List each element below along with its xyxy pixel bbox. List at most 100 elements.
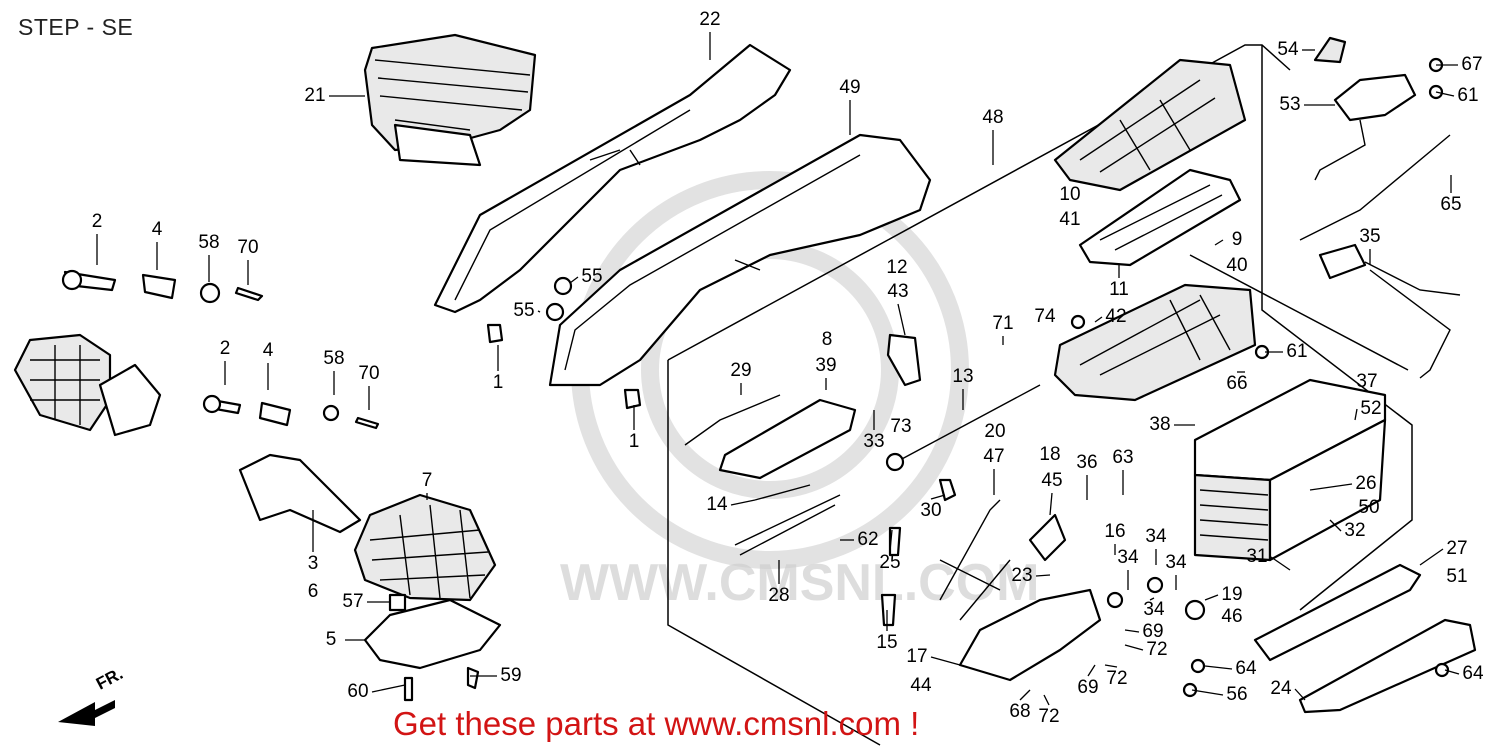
callout-12: 12	[886, 257, 907, 278]
callout-2: 2	[92, 211, 103, 232]
leader-14	[730, 499, 756, 506]
callout-41: 41	[1059, 209, 1080, 230]
callout-5: 5	[326, 629, 337, 650]
part-40-floorboard	[1053, 283, 1257, 402]
callout-58: 58	[198, 232, 219, 253]
leader-27	[1419, 548, 1444, 566]
watermark-text: WWW.CMSNL.COM	[560, 554, 1039, 612]
callout-38: 38	[1149, 414, 1170, 435]
leader-72	[1124, 644, 1144, 651]
leader-60	[371, 684, 406, 693]
callout-36: 36	[1076, 452, 1097, 473]
callout-47: 47	[983, 446, 1004, 467]
callout-2: 2	[220, 338, 231, 359]
part-21-cover	[363, 33, 537, 167]
callout-24: 24	[1270, 678, 1292, 699]
assembly-frame	[667, 44, 1413, 746]
callout-51: 51	[1446, 566, 1467, 587]
callout-61: 61	[1457, 85, 1478, 106]
callout-39: 39	[815, 355, 836, 376]
leader-56	[1191, 689, 1224, 696]
callout-60: 60	[347, 681, 368, 702]
callout-33: 33	[863, 431, 884, 452]
callout-52: 52	[1360, 398, 1381, 419]
callout-70: 70	[237, 237, 258, 258]
callout-35: 35	[1359, 226, 1380, 247]
callout-32: 32	[1344, 520, 1365, 541]
callout-1: 1	[493, 372, 504, 393]
callout-59: 59	[500, 665, 521, 686]
callout-65: 65	[1440, 194, 1461, 215]
callout-23: 23	[1011, 565, 1032, 586]
callout-30: 30	[920, 500, 941, 521]
callout-10: 10	[1059, 184, 1080, 205]
callout-6: 6	[308, 581, 319, 602]
callout-17: 17	[906, 646, 927, 667]
callout-67: 67	[1461, 54, 1482, 75]
callout-54: 54	[1277, 39, 1299, 60]
leader-69	[1124, 629, 1140, 633]
leader-45	[1049, 492, 1053, 516]
callout-71: 71	[992, 313, 1013, 334]
callout-26: 26	[1355, 473, 1376, 494]
leader-lines	[96, 32, 1460, 706]
leader-32	[1329, 519, 1342, 532]
callout-42: 42	[1105, 306, 1126, 327]
leader-19	[1204, 594, 1219, 601]
callout-40: 40	[1226, 255, 1247, 276]
callout-37: 37	[1356, 371, 1377, 392]
callout-3: 3	[308, 553, 319, 574]
part-7-pad	[353, 493, 497, 602]
leader-72	[1104, 664, 1118, 668]
direction-label: FR.	[93, 664, 126, 694]
callout-45: 45	[1041, 470, 1062, 491]
callout-22: 22	[699, 9, 720, 30]
leader-69	[1087, 664, 1096, 677]
callout-72: 72	[1106, 668, 1127, 689]
leader-23	[1035, 574, 1051, 577]
callout-66: 66	[1226, 373, 1247, 394]
callout-28: 28	[768, 585, 789, 606]
callout-34: 34	[1145, 526, 1167, 547]
callout-34: 34	[1143, 599, 1165, 620]
leader-9	[1214, 239, 1224, 246]
callout-63: 63	[1112, 447, 1133, 468]
callout-18: 18	[1039, 444, 1060, 465]
callout-57: 57	[342, 591, 363, 612]
callout-49: 49	[839, 77, 860, 98]
callout-27: 27	[1446, 538, 1467, 559]
callout-15: 15	[876, 632, 897, 653]
leader-25	[889, 529, 893, 552]
leader-72	[1043, 694, 1050, 706]
leader-68	[1019, 689, 1031, 701]
leader-31	[1270, 556, 1291, 571]
leader-61	[1435, 91, 1455, 97]
callout-29: 29	[730, 360, 751, 381]
part-assembly-inner	[684, 333, 1477, 714]
part-49-side-cover	[548, 133, 932, 387]
leader-64	[1204, 665, 1233, 670]
callout-74: 74	[1034, 306, 1056, 327]
part-5-bracket	[363, 593, 502, 670]
callout-34: 34	[1117, 547, 1139, 568]
footer-link[interactable]: Get these parts at www.cmsnl.com !	[393, 705, 920, 742]
front-direction-arrow: FR.	[58, 664, 126, 726]
leader-42	[1094, 316, 1103, 323]
callout-50: 50	[1358, 497, 1379, 518]
callout-34: 34	[1165, 552, 1187, 573]
callout-72: 72	[1146, 639, 1167, 660]
callout-31: 31	[1246, 546, 1267, 567]
callout-11: 11	[1109, 279, 1129, 300]
leader-17	[930, 656, 961, 666]
leader-26	[1309, 483, 1353, 491]
part-35-cable	[1299, 134, 1461, 379]
callout-44: 44	[910, 675, 932, 696]
callout-64: 64	[1235, 658, 1257, 679]
callout-68: 68	[1009, 701, 1030, 722]
callout-19: 19	[1221, 584, 1242, 605]
callout-61: 61	[1286, 341, 1307, 362]
part-53-bracket	[1314, 73, 1417, 181]
callout-48: 48	[982, 107, 1003, 128]
leader-34	[1149, 597, 1155, 601]
